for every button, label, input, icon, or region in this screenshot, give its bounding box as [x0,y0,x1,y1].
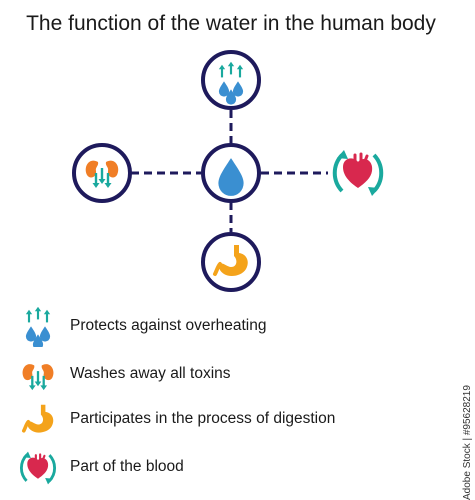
digestion-node [201,232,261,292]
stomach-icon [21,402,56,435]
page-title: The function of the water in the human b… [26,12,436,35]
legend-item-digestion: Participates in the process of digestion [18,400,458,440]
legend-label-overheating: Protects against overheating [70,317,267,334]
legend-item-blood: Part of the blood [18,448,458,488]
legend-label-toxins: Washes away all toxins [70,365,231,382]
toxins-node [72,143,132,203]
overheating-node [201,50,261,110]
legend-label-digestion: Participates in the process of digestion [70,410,336,427]
heart-cycle-icon [332,148,384,198]
legend-item-overheating: Protects against overheating [18,307,458,347]
legend-item-toxins: Washes away all toxins [18,355,458,395]
stock-id-tag: Adobe Stock | #95628219 [462,385,473,500]
center-node [201,143,261,203]
water-function-diagram [72,50,384,292]
kidneys-icon [21,362,55,392]
legend-label-blood: Part of the blood [70,458,184,475]
water-drops-arrows-icon [24,307,52,347]
heart-cycle-icon [19,450,57,486]
blood-node [332,148,384,198]
